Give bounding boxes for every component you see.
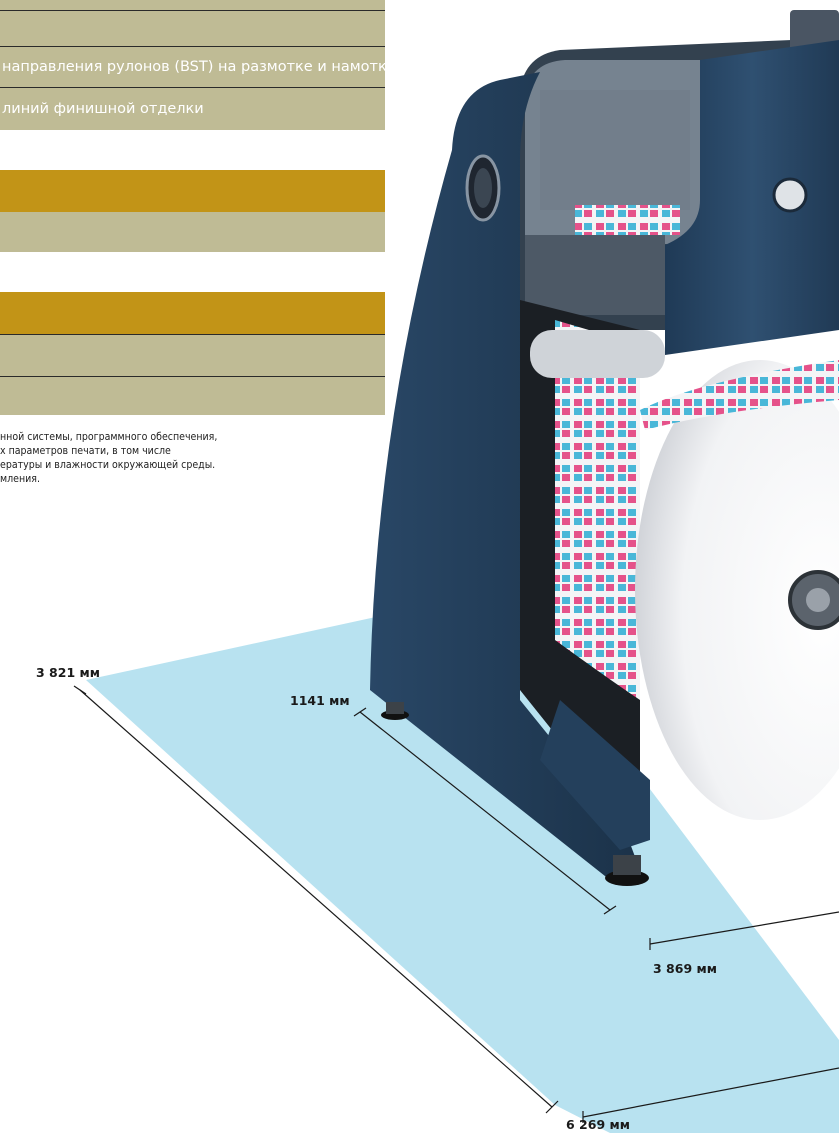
dimension-outer-width: 6 269 мм bbox=[566, 1117, 630, 1132]
table-divider bbox=[0, 10, 385, 11]
machine-right-frame bbox=[665, 40, 839, 355]
spec-row-6 bbox=[0, 377, 385, 415]
spec-header-1 bbox=[0, 170, 385, 212]
table-divider bbox=[0, 376, 385, 377]
spec-row-2-text: направления рулонов (BST) на размотке и … bbox=[2, 59, 396, 75]
machine-left-frame bbox=[370, 72, 640, 880]
dimension-inner-width: 3 869 мм bbox=[653, 961, 717, 976]
spec-row-1 bbox=[0, 0, 385, 46]
frame-knob bbox=[772, 177, 808, 213]
table-divider bbox=[0, 87, 385, 88]
note-line: нной системы, программного обеспечения, bbox=[0, 431, 218, 443]
floor-footprint bbox=[86, 590, 839, 1133]
spec-row-2: направления рулонов (BST) на размотке и … bbox=[0, 47, 396, 87]
label-web bbox=[555, 320, 640, 700]
label-roll bbox=[635, 360, 839, 820]
dimension-diagonal-left: 3 821 мм bbox=[36, 665, 100, 680]
spec-row-4 bbox=[0, 212, 385, 252]
machine-base-foot bbox=[540, 700, 650, 850]
note-line: мления. bbox=[0, 473, 40, 485]
note-line: х параметров печати, в том числе bbox=[0, 445, 171, 457]
footnotes: нной системы, программного обеспечения, … bbox=[0, 430, 217, 486]
spec-header-2 bbox=[0, 292, 385, 334]
table-divider bbox=[0, 334, 385, 335]
spec-row-3: линий финишной отделки bbox=[0, 88, 385, 130]
note-line: ературы и влажности окружающей среды. bbox=[0, 459, 216, 471]
dimension-lines bbox=[73, 685, 839, 1123]
spec-row-3-text: линий финишной отделки bbox=[2, 101, 204, 117]
dimension-inner-depth: 1141 мм bbox=[290, 693, 350, 708]
table-divider bbox=[0, 46, 385, 47]
spec-row-5 bbox=[0, 335, 385, 376]
